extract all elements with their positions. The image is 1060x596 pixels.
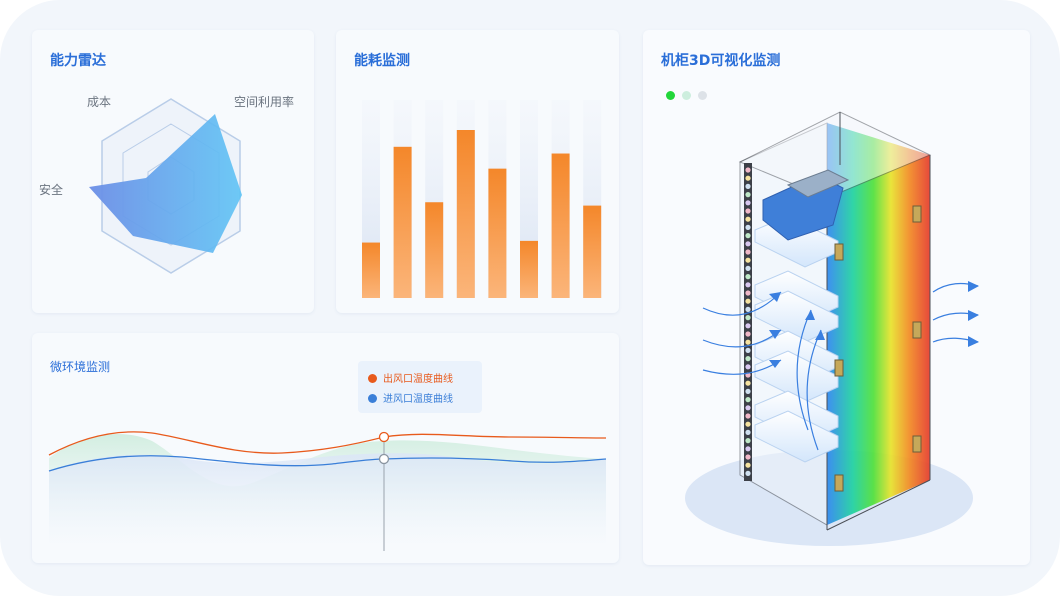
energy-bar	[425, 202, 444, 298]
rack-led-dot	[745, 233, 751, 239]
rack-led-dot	[745, 298, 751, 304]
rack-led-dot	[745, 282, 751, 288]
legend-outlet-label: 出风口温度曲线	[383, 374, 453, 385]
carousel-dot-1[interactable]	[666, 91, 675, 100]
rack-led-dot	[745, 454, 751, 460]
energy-bar	[393, 146, 412, 298]
inlet-temperature-line	[48, 455, 607, 472]
rack-led-dot	[745, 438, 751, 444]
rack-led-dot	[745, 249, 751, 255]
rack-led-dot	[745, 339, 751, 345]
rack-led-dot	[745, 216, 751, 222]
radar-value-area	[89, 114, 242, 253]
rack-led-dot	[745, 265, 751, 271]
legend-inlet: 进风口温度曲线	[368, 390, 453, 405]
rack-led-dot	[745, 388, 751, 394]
carousel-dot-2[interactable]	[682, 91, 691, 100]
rack-led-dot	[745, 224, 751, 230]
radar-chart	[89, 98, 242, 274]
rack-led-dot	[745, 208, 751, 214]
rack-led-dot	[745, 397, 751, 403]
environment-line-chart	[48, 431, 607, 551]
rack-led-dot	[745, 323, 751, 329]
rack-3d-illustration	[685, 111, 979, 546]
radar-card: 能力雷达 成本 空间利用率 安全	[32, 30, 314, 313]
legend-outlet: 出风口温度曲线	[368, 370, 453, 385]
rack-led-dot	[745, 257, 751, 263]
inlet-cursor-point	[378, 453, 390, 465]
energy-title: 能耗监测	[354, 53, 410, 69]
carousel-dot-3[interactable]	[698, 91, 707, 100]
rack-led-dot	[745, 413, 751, 419]
rack-led-dot	[745, 421, 751, 427]
carousel-indicator	[666, 85, 714, 104]
rack-title: 机柜3D可视化监测	[661, 53, 781, 69]
rack-side-panel	[827, 123, 930, 525]
rack-led-dot	[745, 470, 751, 476]
environment-legend: 出风口温度曲线 进风口温度曲线	[358, 361, 482, 413]
rack-led-dot	[745, 356, 751, 362]
rack-led-dot	[745, 446, 751, 452]
energy-card: 能耗监测	[336, 30, 619, 313]
rack-led-dot	[745, 331, 751, 337]
environment-title: 微环境监测	[50, 360, 111, 374]
energy-bar	[488, 168, 507, 298]
energy-bar	[362, 242, 380, 298]
legend-outlet-dot	[368, 374, 377, 383]
environment-blue-area	[49, 453, 606, 543]
rack-led-dot	[745, 192, 751, 198]
energy-bar	[456, 130, 475, 298]
rack-led-dot	[745, 462, 751, 468]
outlet-cursor-point	[378, 431, 390, 443]
rack-led-dot	[745, 175, 751, 181]
environment-card: 微环境监测 出风口温度曲线	[32, 333, 619, 563]
radar-label-safety: 安全	[39, 183, 64, 197]
legend-inlet-label: 进风口温度曲线	[383, 394, 453, 405]
rack-led-dot	[745, 405, 751, 411]
rack-led-dot	[745, 429, 751, 435]
rack-led-dot	[745, 315, 751, 321]
energy-bar	[551, 153, 570, 298]
energy-bar-chart	[362, 100, 602, 298]
rack-led-dot	[745, 167, 751, 173]
rack-led-dot	[745, 380, 751, 386]
rack-led-dot	[745, 347, 751, 353]
rack-led-strip	[744, 163, 752, 481]
radar-title: 能力雷达	[50, 53, 106, 69]
radar-label-space: 空间利用率	[234, 95, 295, 109]
energy-bar	[583, 205, 602, 298]
rack-led-dot	[745, 274, 751, 280]
rack-led-dot	[745, 364, 751, 370]
rack-led-dot	[745, 290, 751, 296]
rack-led-dot	[745, 200, 751, 206]
legend-inlet-dot	[368, 394, 377, 403]
radar-label-cost: 成本	[87, 95, 112, 109]
rack-led-dot	[745, 306, 751, 312]
rack-3d-card: 机柜3D可视化监测	[643, 30, 1030, 565]
rack-led-dot	[745, 241, 751, 247]
energy-bar	[520, 240, 538, 298]
rack-led-dot	[745, 183, 751, 189]
outlet-temperature-line	[48, 431, 607, 456]
